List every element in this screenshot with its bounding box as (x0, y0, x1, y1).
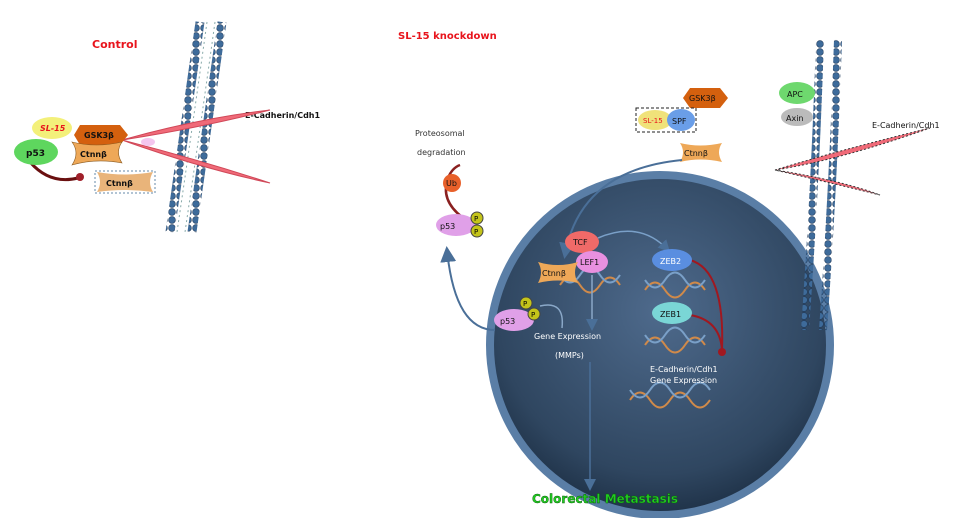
svg-text:GSK3β: GSK3β (84, 131, 114, 140)
svg-text:SL-15: SL-15 (643, 117, 663, 125)
knockdown-title: SL-15 knockdown (398, 31, 497, 42)
protein-apc: APC (779, 82, 815, 104)
svg-text:SPF: SPF (672, 117, 687, 126)
svg-text:GSK3β: GSK3β (689, 94, 716, 103)
svg-text:P: P (474, 228, 478, 236)
e-cadherin-spindles-right (774, 127, 931, 196)
svg-text:Ctnnβ: Ctnnβ (684, 149, 708, 158)
inhibition-arrow (28, 161, 79, 182)
protein-axin: Axin (781, 108, 813, 126)
e-cadherin-spindles-left (121, 109, 271, 184)
svg-text:P: P (474, 215, 478, 223)
protein-ctnnb-cytoplasm: Ctnnβ (680, 143, 722, 162)
protein-zeb1: ZEB1 (652, 302, 692, 324)
protein-gsk3b-knockdown: GSK3β (683, 88, 728, 108)
outcome-label: Colorectal Metastasis (532, 492, 678, 506)
protein-ctnnb-released-control: Ctnnβ (94, 170, 156, 194)
control-cadherin-label: E-Cadherin/Cdh1 (245, 111, 321, 120)
nucleus (486, 171, 834, 518)
svg-text:LEF1: LEF1 (580, 258, 599, 267)
zeb2-repression-line (689, 259, 724, 351)
gene-expression-label: Gene Expression (534, 332, 601, 341)
cdh1-expression-label-2: Gene Expression (650, 376, 717, 385)
degradation-label-2: degradation (417, 148, 466, 157)
svg-text:Ctnnβ: Ctnnβ (542, 269, 566, 278)
svg-text:P: P (531, 311, 535, 319)
p53-target-arrow (539, 304, 564, 329)
svg-text:Ub: Ub (446, 179, 457, 188)
knockdown-cadherin-label: E-Cadherin/Cdh1 (872, 121, 940, 130)
svg-text:TCF: TCF (572, 238, 588, 247)
svg-text:p53: p53 (26, 149, 45, 159)
protein-ub: Ub (443, 174, 461, 192)
protein-zeb2: ZEB2 (652, 249, 692, 271)
small-vesicle (141, 138, 155, 146)
protein-ctnnb-control: Ctnnβ (71, 141, 123, 166)
protein-sl15-control: SL-15 (32, 117, 72, 139)
protein-tcf: TCF (565, 231, 599, 253)
svg-text:p53: p53 (500, 317, 515, 326)
protein-p53-phosphorylated-cytoplasm: p53 P P (436, 211, 484, 238)
control-title: Control (92, 38, 137, 51)
mmps-label: (MMPs) (555, 351, 584, 360)
protein-p53-control: p53 (14, 139, 58, 165)
cell-membrane-right (801, 39, 842, 331)
svg-text:APC: APC (787, 90, 803, 99)
cdh1-expression-label-1: E-Cadherin/Cdh1 (650, 365, 718, 374)
protein-lef1: LEF1 (576, 251, 608, 273)
protein-p53-phosphorylated-nucleus: p53 P P (494, 296, 541, 331)
svg-text:Axin: Axin (786, 114, 804, 123)
svg-text:Ctnnβ: Ctnnβ (106, 179, 133, 188)
protein-sl15-spf-complex: SL-15 SPF (635, 107, 697, 133)
zeb2-activation-arrow (597, 230, 671, 253)
protein-gsk3b-control: GSK3β (74, 125, 128, 145)
svg-text:P: P (523, 300, 527, 308)
inhibition-node (76, 173, 84, 181)
nuclear-export-arrow (440, 246, 496, 331)
svg-text:p53: p53 (440, 222, 455, 231)
repression-node (718, 348, 726, 356)
svg-text:Ctnnβ: Ctnnβ (80, 150, 107, 159)
svg-text:SL-15: SL-15 (40, 124, 66, 133)
svg-text:ZEB2: ZEB2 (660, 257, 681, 266)
protein-ctnnb-nucleus: Ctnnβ (538, 262, 578, 283)
svg-text:ZEB1: ZEB1 (660, 310, 681, 319)
zeb1-repression-line (689, 314, 723, 351)
degradation-label-1: Proteosomal (415, 129, 465, 138)
